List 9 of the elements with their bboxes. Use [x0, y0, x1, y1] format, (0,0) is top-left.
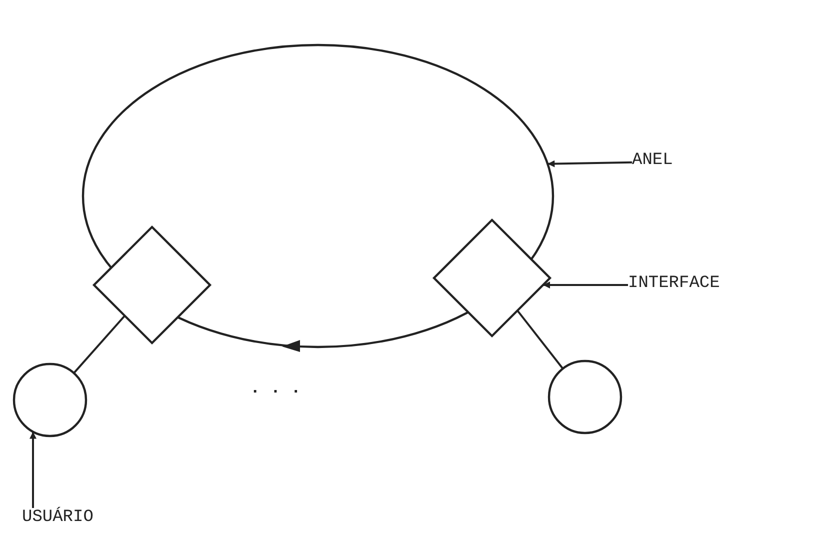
- connector-line: [73, 315, 126, 374]
- leader-arrow: [543, 282, 628, 288]
- node-label: USUÁRIO: [22, 508, 102, 530]
- leader-arrow: [30, 432, 36, 508]
- ellipsis-label: · · ·: [250, 383, 302, 403]
- leader-arrow: [548, 160, 632, 168]
- connector-line: [516, 310, 564, 370]
- node-label: ANEL: [632, 151, 680, 173]
- node-label: INTERFACE: [628, 274, 728, 296]
